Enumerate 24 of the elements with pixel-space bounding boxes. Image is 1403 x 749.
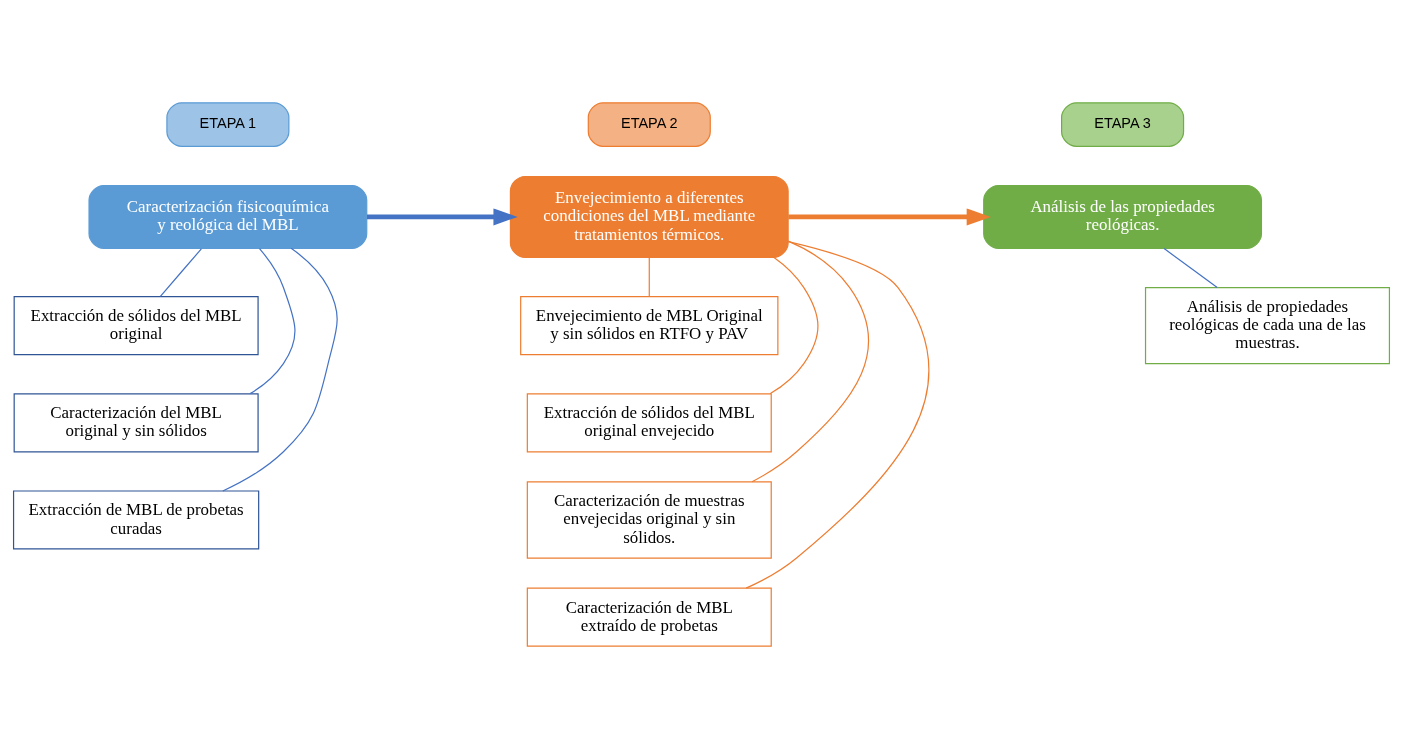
node-box: ETAPA 2	[587, 102, 711, 147]
connector	[159, 248, 202, 297]
arrow	[788, 208, 991, 226]
node-box: Análisis de propiedades reológicas de cada una de las muestras.	[1144, 286, 1391, 365]
node-box: ETAPA 1	[166, 102, 290, 147]
connector	[1163, 248, 1218, 289]
node-box: Caracterización del MBL original y sin sólidos	[13, 393, 259, 453]
connector	[745, 241, 930, 589]
node-box: Extracción de MBL de probetas curadas	[12, 490, 260, 550]
node-box: Caracterización de muestras envejecidas original y sin sólidos.	[526, 481, 772, 559]
connector	[648, 257, 650, 297]
node-box: Caracterización fisicoquímica y reológica del MBL	[88, 184, 368, 249]
connector	[222, 247, 338, 492]
connector	[249, 247, 296, 395]
node-box: Envejecimiento a diferentes condiciones del MBL mediante tratamientos térmicos.	[509, 175, 789, 258]
node-box: Extracción de sólidos del MBL original envejecido	[526, 393, 772, 453]
arrow	[367, 208, 518, 226]
connector	[769, 256, 819, 395]
connector	[751, 240, 870, 483]
node-box: Envejecimiento de MBL Original y sin sólidos en RTFO y PAV	[520, 296, 779, 356]
node-box: Extracción de sólidos del MBL original	[13, 296, 259, 356]
node-box: ETAPA 3	[1061, 102, 1185, 147]
node-box: Análisis de las propiedades reológicas.	[983, 184, 1263, 249]
node-box: Caracterización de MBL extraído de probetas	[526, 587, 772, 647]
